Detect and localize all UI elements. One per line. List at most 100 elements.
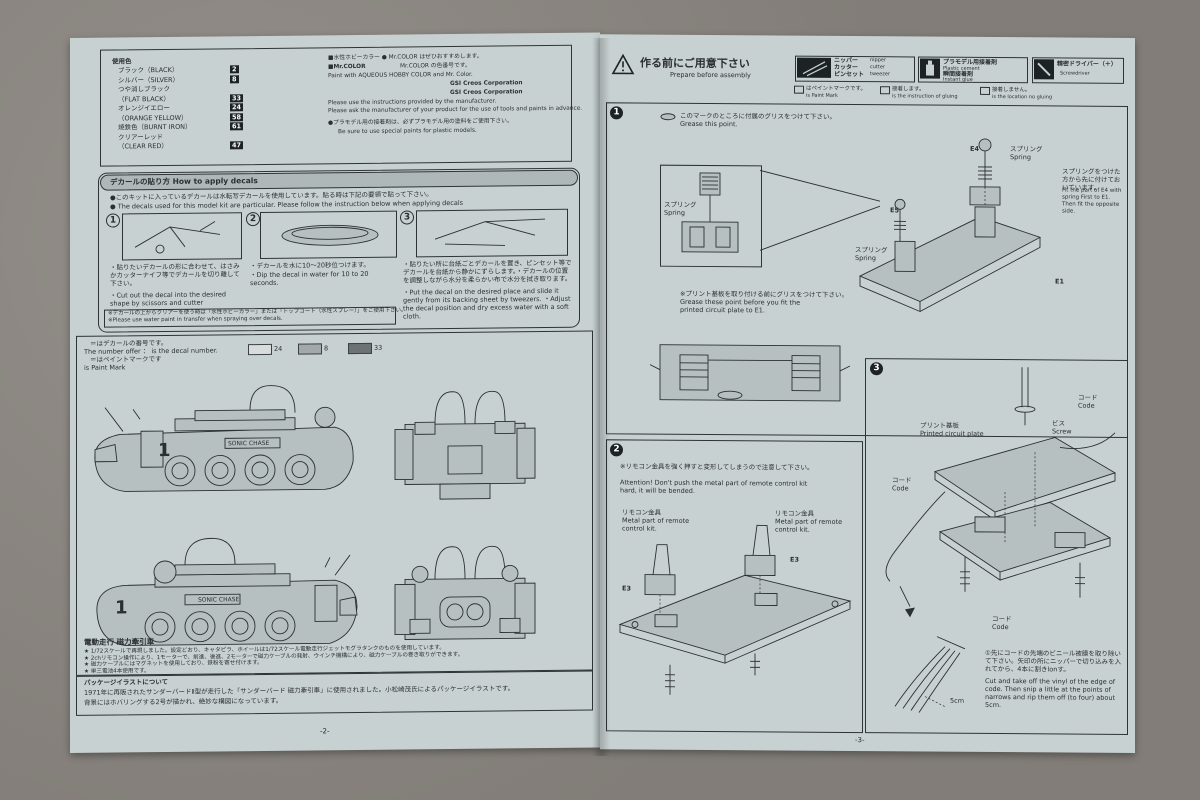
step-3-cord-jp-bottom: コード (992, 615, 1012, 624)
color-row-name: ブラック（BLACK） (118, 65, 179, 75)
color-row-code: 58 (230, 112, 244, 121)
color-row-name: シルバー（SILVER） (118, 75, 180, 84)
color-row-code: 24 (230, 103, 244, 112)
grease-points-drawing (649, 344, 851, 402)
decal-step-2-jp: ・デカールを水に10〜20秒位つけます。 (250, 260, 370, 271)
vehicle-front-view (394, 545, 536, 640)
screwdriver-icon (1034, 59, 1054, 80)
step-3-cord-en-bottom: Code (992, 623, 1009, 632)
vehicle-side-view-left (96, 538, 358, 646)
color-row-name: クリアーレッド (118, 132, 164, 141)
spring-detail-drawing (681, 172, 739, 253)
step-1-spring-note-en: Fit the part of E4 with spring First to … (1062, 187, 1122, 215)
decal-step-2-en: ・Dip the decal in water for 10 to 20 sec… (250, 269, 369, 288)
step-2-part-e3-left: E3 (622, 584, 631, 593)
color-row-name: （CLEAR RED） (118, 141, 168, 151)
unit-number-bottom: 1 (115, 597, 128, 619)
tool-tweezer-en: tweezer (870, 71, 890, 78)
warning-triangle-icon (611, 53, 635, 75)
tool-nipper-en: nipper (870, 57, 887, 64)
step-3-length: 5cm (950, 696, 965, 705)
color-row-name: オレンジイエロー (118, 103, 170, 113)
vehicle-rear-view (394, 390, 536, 500)
legend-symbol (880, 86, 890, 95)
swatch-24-label: 24 (274, 344, 283, 353)
grease-mark-icon (660, 113, 676, 121)
color-row-code: 61 (230, 122, 244, 131)
swatch-33 (348, 342, 372, 355)
legend-text-en: is Paint Mark (806, 92, 838, 99)
decal-step-2-number: 2 (246, 212, 260, 227)
glue-bottle-icon (920, 58, 940, 79)
step-1-spring-label-mid-en: Spring (855, 254, 876, 263)
swatch-8 (298, 343, 322, 355)
decal-step-1-en: ・Cut out the decal into the desired shap… (110, 290, 226, 308)
description-line: ★ 単三電池4本使用です。 (84, 667, 150, 675)
step-2-warning-en: Attention! Don't push the metal part of … (620, 478, 808, 496)
description-title: 電動走行 磁力牽引車 (84, 637, 155, 647)
cord-strip-drawing (894, 636, 966, 713)
mr-color-note: Paint with AQUEOUS HOBBY COLOR and Mr. C… (328, 71, 473, 80)
pcb-assembly-drawing (885, 432, 1117, 618)
decal-step-3-en: ・Put the decal on the desired place and … (403, 286, 571, 321)
swatch-24 (248, 343, 272, 356)
mr-color-note: GSI Creos Corporation (450, 89, 523, 97)
legend-text-en: is the location no gluing (992, 94, 1053, 101)
tool-screwdriver-jp: 精密ドライバー（＋） (1057, 60, 1117, 68)
unit-number-top: 1 (158, 439, 171, 462)
decal-step-1-number: 1 (106, 213, 120, 228)
legend-symbol (980, 86, 990, 95)
step-3-number: 3 (870, 362, 883, 376)
step-2-warning-jp: ※リモコン金具を強く押すと変形してしまうので注意して下さい。 (620, 462, 814, 472)
step-1-number: 1 (610, 106, 623, 120)
color-row-name: （ORANGE YELLOW） (118, 113, 188, 122)
swatch-33-label: 33 (374, 343, 383, 352)
prepare-title: 作る前にご用意下さい (640, 56, 750, 71)
tool-tweezer-jp: ピンセット (834, 70, 865, 79)
step-1-grease-en: Grease this point. (680, 119, 738, 129)
step-3-screw-jp: ビス (1052, 419, 1065, 428)
step-3-cut-jp: ①先にコードの先端のビニール被膜を取り除いて下さい。矢印の所にニッパーで切り込み… (985, 648, 1122, 674)
left-page: 使用色 ブラック（BLACK） 2 シルバー（SILVER） 8 つや消しブラック（FL… (70, 32, 600, 754)
color-row-code: 2 (230, 65, 239, 74)
color-row-name: （FLAT BLACK） (118, 94, 170, 103)
instruction-booklet: 使用色 ブラック（BLACK） 2 シルバー（SILVER） 8 つや消しブラック（FL… (70, 32, 1135, 758)
step-1-detail-spring-en: Spring (664, 208, 685, 217)
color-list-heading: 使用色 (112, 57, 132, 66)
water-dish-icon (281, 224, 379, 246)
part-label-e5: E5 (890, 206, 899, 215)
right-page-number: -3- (855, 736, 865, 745)
right-page: 作る前にご用意下さい Prepare before assembly ニッパー … (600, 34, 1135, 753)
part-label-e1: E1 (1055, 277, 1064, 286)
legend-paint-mark-en: is Paint Mark (84, 363, 126, 372)
step-3-cut-en: Cut and take off the vinyl of the edge o… (985, 676, 1116, 710)
mr-color-note: ■Mr.COLOR (328, 63, 366, 71)
legend-symbol (794, 85, 804, 94)
scissors-icon (134, 221, 221, 254)
color-row-code: 47 (230, 141, 244, 150)
color-row-name: つや消しブラック (118, 84, 170, 94)
color-row-name: 焼鉄色（BURNT IRON） (118, 122, 192, 132)
screwdriver-step-drawing (1014, 367, 1036, 426)
decal-step-3-number: 3 (400, 210, 414, 225)
legend-paint-mark: ＝はペイントマークです (90, 355, 162, 364)
plate-text-top: SONIC CHASE (228, 439, 270, 448)
mr-color-note: Mr.COLOR の色番号です。 (400, 62, 471, 70)
decal-step-1-jp: ・貼りたいデカールの形に合わせて、はさみかカッターナイフ等でデカールを切り離して… (110, 262, 240, 288)
package-note-title: パッケージイラストについて (84, 677, 169, 687)
step-1-spring-label-top-en: Spring (1010, 153, 1031, 162)
tweezers-icon (434, 218, 546, 246)
step-3-cord-jp-top: コード (1078, 393, 1098, 402)
chassis-assembly-drawing (858, 138, 1042, 313)
mr-color-note: GSI Creos Corporation (450, 80, 523, 88)
booklet-gutter (592, 38, 610, 756)
decal-step-3-jp: ・貼りたい所に台紙ごとデカールを置き、ピンセット等でデカールを台紙から静かにずら… (403, 258, 572, 285)
tool-screwdriver-en: Screwdriver (1060, 70, 1090, 77)
mr-color-note: Be sure to use special paints for plasti… (338, 127, 477, 136)
step-1-grease-note-en: Grease these point before you fit the pr… (680, 297, 801, 315)
part-label-e4: E4 (970, 144, 979, 153)
step-2-number: 2 (610, 443, 623, 457)
left-page-number: -2- (320, 727, 330, 736)
color-row-code: 8 (230, 74, 239, 83)
step-3-cord-en-top: Code (1078, 401, 1095, 410)
